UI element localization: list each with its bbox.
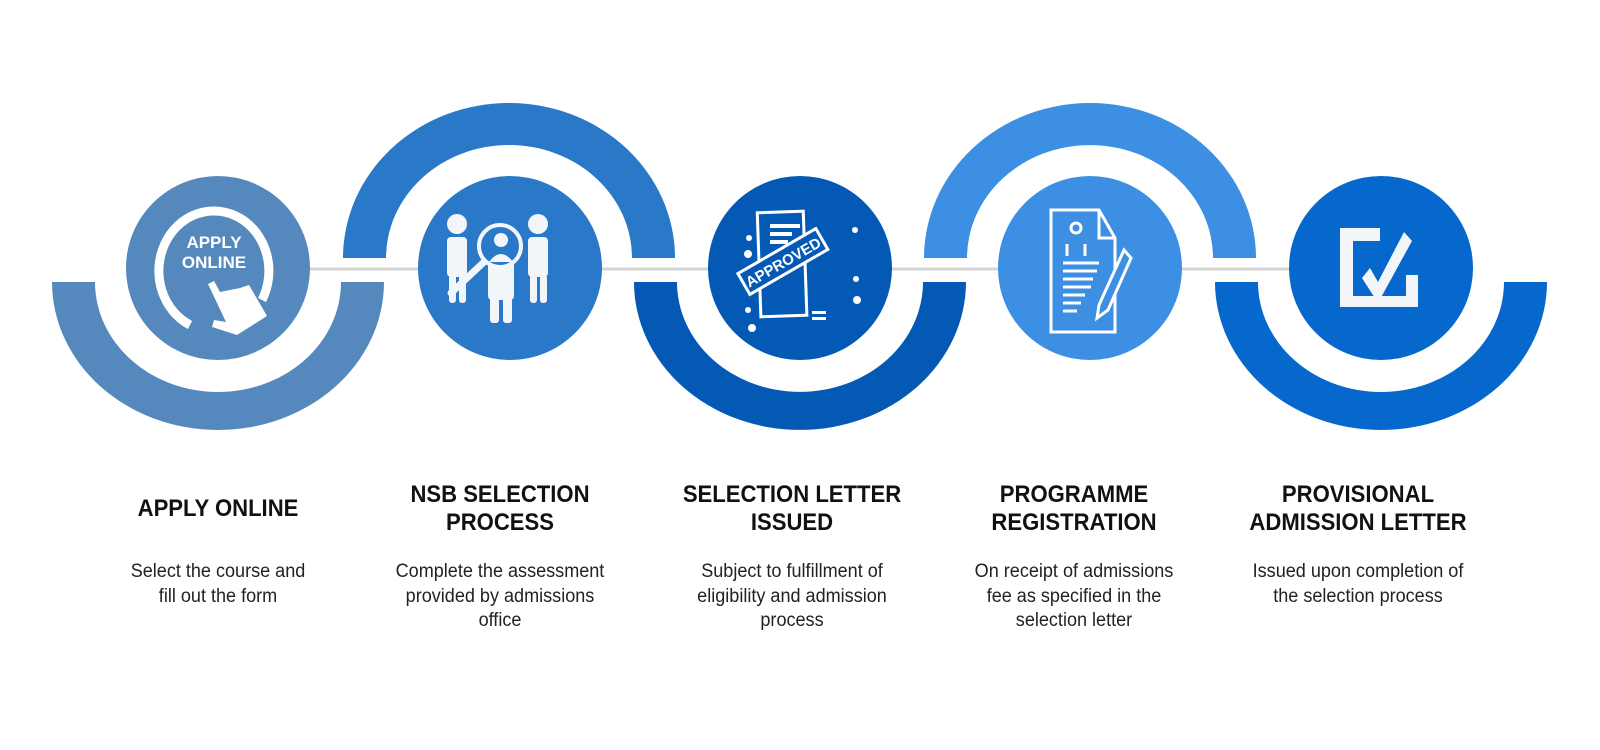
title-line: PROGRAMME bbox=[999, 481, 1149, 508]
desc-line: Issued upon completion of bbox=[1252, 561, 1464, 582]
desc-line: fill out the form bbox=[158, 585, 278, 607]
step-description: Complete the assessment provided by admis… bbox=[367, 560, 633, 634]
icon-text-online: ONLINE bbox=[182, 253, 246, 272]
arc-step-1 bbox=[52, 282, 384, 430]
arc-step-2 bbox=[343, 103, 675, 258]
title-line: ADMISSION LETTER bbox=[1249, 509, 1467, 536]
step-description: Subject to fulfillment of eligibility and… bbox=[659, 560, 925, 634]
title-line: APPLY ONLINE bbox=[137, 495, 299, 522]
title-line: PROVISIONAL bbox=[1281, 481, 1435, 508]
step-description: On receipt of admissions fee as specified… bbox=[941, 560, 1207, 634]
step-title: APPLY ONLINE bbox=[89, 480, 347, 538]
desc-line: process bbox=[760, 610, 824, 631]
circle-step-3 bbox=[708, 176, 892, 360]
arc-step-3 bbox=[634, 282, 966, 430]
step-description: Issued upon completion of the selection p… bbox=[1225, 560, 1491, 609]
title-line: ISSUED bbox=[750, 509, 834, 536]
circle-step-5 bbox=[1289, 176, 1473, 360]
desc-line: office bbox=[478, 610, 522, 631]
step-apply-online: APPLY ONLINE Select the course and fill o… bbox=[78, 480, 358, 609]
desc-line: Complete the assessment bbox=[395, 561, 605, 582]
desc-line: eligibility and admission bbox=[697, 585, 887, 607]
desc-line: fee as specified in the bbox=[986, 585, 1162, 607]
desc-line: the selection process bbox=[1273, 585, 1443, 607]
arc-step-4 bbox=[924, 103, 1256, 258]
step-description: Select the course and fill out the form bbox=[85, 560, 351, 609]
title-line: PROCESS bbox=[446, 509, 554, 536]
desc-line: selection letter bbox=[1015, 610, 1133, 631]
desc-line: Subject to fulfillment of bbox=[701, 561, 883, 582]
desc-line: provided by admissions bbox=[405, 585, 595, 607]
apply-online-click-icon: APPLY ONLINE bbox=[154, 206, 274, 335]
title-line: SELECTION LETTER bbox=[682, 481, 902, 508]
desc-line: On receipt of admissions bbox=[974, 561, 1174, 582]
desc-line: Select the course and bbox=[130, 561, 306, 582]
title-line: NSB SELECTION bbox=[410, 481, 590, 508]
checkbox-checked-icon bbox=[1340, 228, 1418, 307]
registration-form-pencil-icon bbox=[1049, 208, 1133, 334]
circle-step-4 bbox=[998, 176, 1182, 360]
title-line: REGISTRATION bbox=[991, 509, 1157, 536]
icon-text-apply: APPLY bbox=[186, 233, 242, 252]
arc-step-5 bbox=[1215, 282, 1547, 430]
candidate-search-icon bbox=[447, 214, 548, 323]
